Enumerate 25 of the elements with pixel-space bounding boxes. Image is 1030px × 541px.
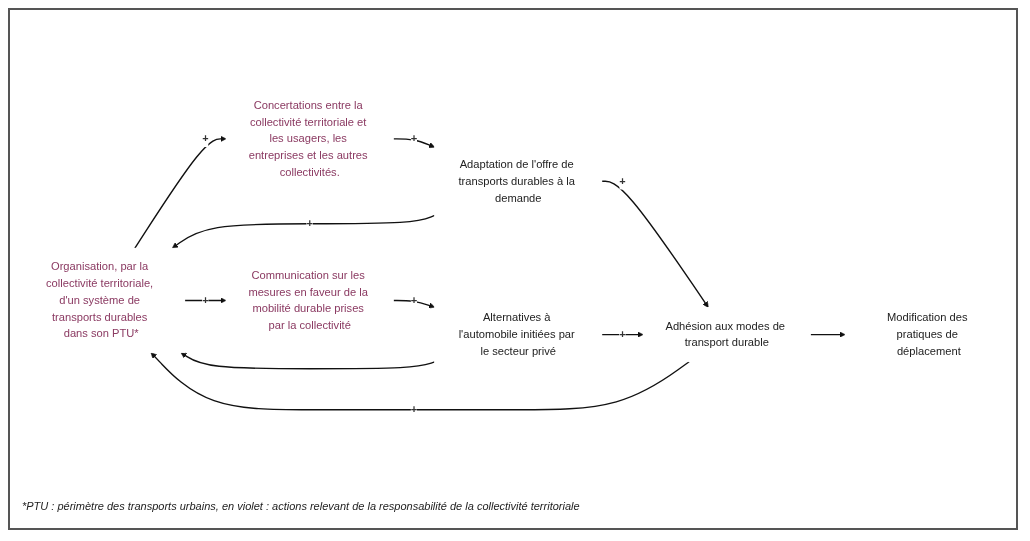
edge-label: +	[202, 293, 209, 306]
arrow	[392, 137, 435, 148]
node-text: Modification des pratiques de déplacement	[887, 311, 968, 357]
edge-label: +	[619, 327, 626, 340]
arrow	[601, 180, 709, 308]
node-text: Alternatives à l'automobile initiées par le secteur privé	[458, 311, 575, 357]
arrow	[601, 331, 644, 338]
arrow	[809, 331, 846, 338]
arrow	[134, 135, 227, 249]
edge-label: +	[202, 132, 209, 145]
arrow	[392, 299, 435, 309]
node-text: Adhésion aux modes de transport durable	[665, 319, 786, 349]
edge-label: +	[410, 403, 418, 416]
edge-label: +	[410, 132, 418, 145]
node-text: Adaptation de l'offre de transports durables à la demande	[458, 157, 575, 204]
node-text: Organisation, par la collectivité territoriale, d'un système de transports durables dans son PTU*	[46, 260, 154, 340]
edge-label: +	[410, 293, 418, 306]
node-text: Communication sur les mesures en faveur de la mobilité durable prises par la collectivité	[248, 268, 368, 331]
edge-label: +	[306, 217, 313, 230]
arrow	[184, 297, 227, 304]
node-text: Concertations entre la collectivité territoriale et les usagers, les entreprises et les autres collectivités.	[248, 98, 368, 178]
caption: *PTU : périmètre des transports urbains, en violet : actions relevant de la responsabilité de la collectivité territoriale	[22, 500, 580, 512]
edge-label: +	[619, 174, 626, 187]
arrow	[150, 352, 690, 411]
arrow	[180, 352, 436, 370]
